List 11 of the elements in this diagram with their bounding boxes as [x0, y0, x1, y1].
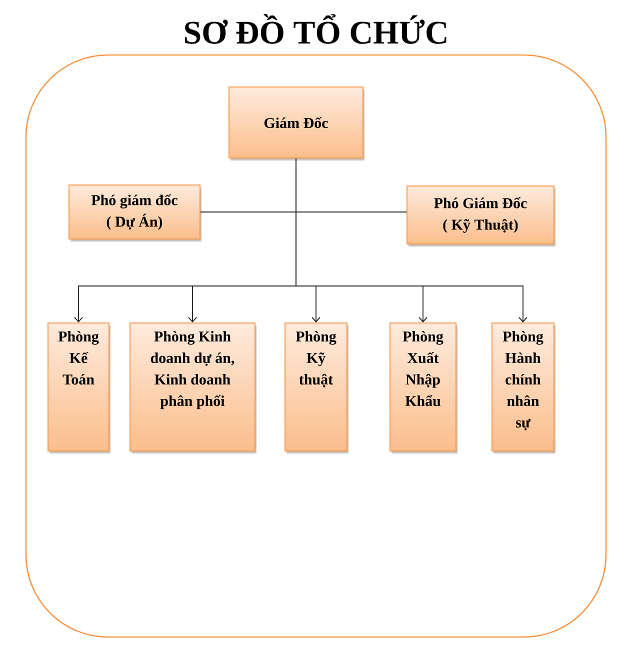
arrow [296, 158, 528, 322]
position-box: Giám Đốc [228, 86, 364, 160]
rounded-frame [25, 54, 607, 638]
position-box: Phó Giám Đốc ( Kỹ Thuật) [406, 186, 556, 246]
department-box: Phòng Xuất Nhập Khẩu [390, 322, 458, 454]
position-box: Phó giám đốc ( Dự Án) [68, 184, 202, 242]
department-box: Phòng Hành chính nhân sự [492, 322, 556, 454]
department-box: Phòng Kỹ thuật [284, 322, 348, 454]
title: SƠ ĐỒ TỔ CHỨC [184, 14, 446, 44]
department-box: Phòng Kinh doanh dự án, Kinh doanh phân phối [130, 322, 256, 454]
department-box: Phòng Kế Toán [48, 322, 110, 454]
